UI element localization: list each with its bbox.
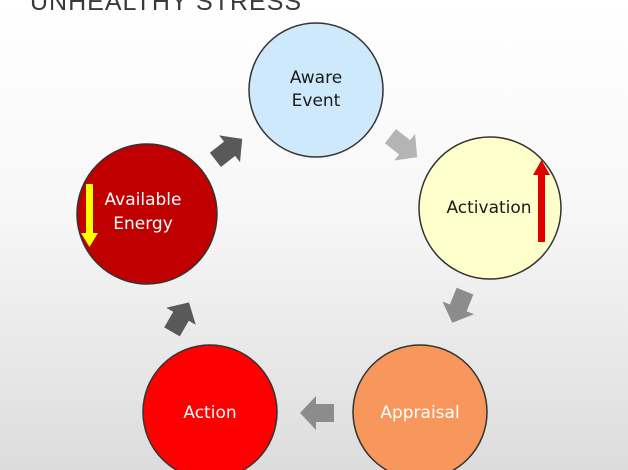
arrow-appraisal-to-action-icon	[300, 396, 334, 430]
down-arrow-icon	[81, 184, 98, 247]
node-label: Energy	[113, 214, 173, 234]
node-appraisal: Appraisal	[352, 344, 488, 470]
node-activation: Activation	[418, 136, 562, 280]
node-label: Event	[292, 91, 341, 111]
node-label: Aware	[290, 68, 342, 88]
arrow-available-to-aware-icon	[209, 135, 243, 167]
node-label: Activation	[446, 198, 531, 218]
node-label: Available	[105, 190, 182, 210]
node-available-energy: Available Energy	[76, 143, 218, 285]
diagram-title: UNHEALTHY STRESS	[30, 0, 303, 16]
arrow-action-to-available-icon	[164, 302, 196, 337]
up-arrow-icon	[533, 160, 550, 242]
node-action: Action	[142, 344, 278, 470]
node-aware-event: Aware Event	[248, 22, 384, 158]
arrow-aware-to-activation-icon	[384, 129, 418, 161]
arrow-activation-to-appraisal-icon	[442, 287, 475, 323]
node-label: Action	[183, 403, 236, 423]
node-label: Appraisal	[380, 403, 459, 423]
